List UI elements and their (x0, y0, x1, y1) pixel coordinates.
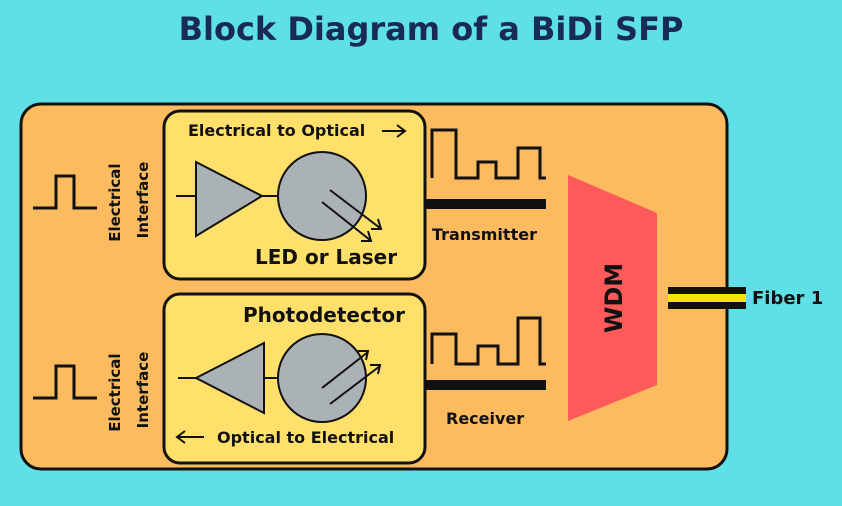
diagram-title: Block Diagram of a BiDi SFP (179, 10, 684, 48)
rx-electrical-pulse (33, 364, 97, 400)
incoming-light-arrows (321, 350, 382, 405)
emission-arrows (321, 189, 383, 242)
tx-driver-amplifier (195, 160, 265, 238)
rx-optical-signal (430, 316, 546, 366)
rx-fiber-line (425, 380, 546, 390)
rx-direction-arrow (175, 430, 204, 444)
led-laser-label: LED or Laser (255, 245, 397, 269)
led-laser-circle (277, 151, 367, 241)
rx-direction-label: Optical to Electrical (217, 428, 394, 447)
rx-electrical-interface-label: Electrical Interface (106, 348, 152, 432)
tx-optical-signal (430, 128, 546, 180)
tx-fiber-line (425, 199, 546, 209)
wdm-label: WDM (600, 263, 628, 333)
receiver-label: Receiver (446, 409, 524, 428)
photodetector-label: Photodetector (243, 303, 405, 327)
fiber-1-cable (668, 287, 746, 309)
tx-electrical-interface-label: Electrical Interface (106, 158, 152, 242)
tx-direction-arrow (382, 124, 407, 138)
tx-electrical-pulse (33, 174, 97, 210)
photodetector-circle (277, 333, 367, 423)
wdm-multiplexer (568, 175, 657, 421)
transmitter-label: Transmitter (432, 225, 537, 244)
fiber-1-label: Fiber 1 (752, 288, 823, 309)
tx-direction-label: Electrical to Optical (188, 121, 365, 140)
